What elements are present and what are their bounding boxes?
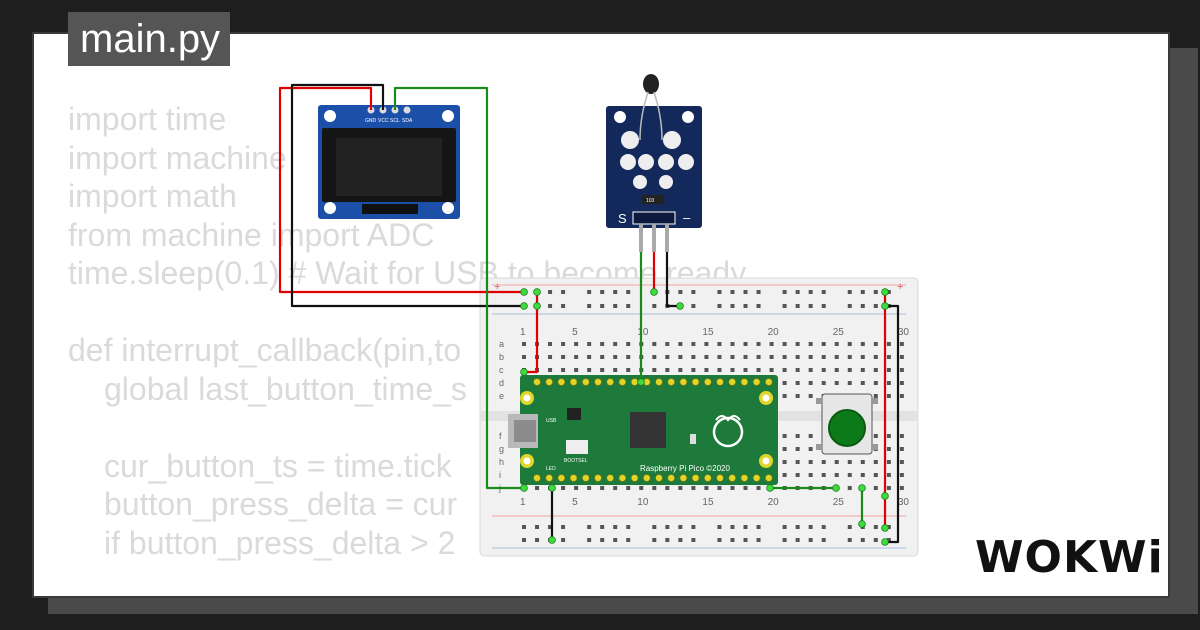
code-line: import time: [68, 101, 227, 137]
wire-oled-vcc: [278, 86, 524, 294]
code-line: global last_button_time_s: [104, 370, 467, 407]
oled-pin-sda-label: SDA: [402, 118, 413, 124]
wire-sensor-gnd: [665, 252, 680, 308]
code-line: from machine import ADC: [68, 216, 435, 253]
wire-oled-sda: [393, 86, 524, 490]
thermistor-sensor[interactable]: 103 S –: [606, 74, 702, 228]
column-number: 1: [520, 497, 526, 508]
wire-rail-black: [885, 304, 900, 544]
row-letter: a: [499, 339, 504, 349]
row-letter: d: [499, 378, 504, 388]
code-line: def interrupt_callback(pin,to: [68, 332, 462, 368]
row-letter: e: [499, 391, 504, 401]
column-number: 5: [572, 327, 578, 338]
column-number: 1: [520, 327, 526, 338]
bootsel-label: BOOTSEL: [564, 458, 588, 464]
column-number: 25: [833, 497, 845, 508]
sensor-legs: [639, 224, 669, 252]
column-number: 15: [702, 497, 714, 508]
push-button[interactable]: [816, 393, 878, 455]
rp2040-chip: [630, 412, 666, 448]
wokwi-logo[interactable]: WOKWi: [975, 532, 1164, 583]
rail-plus-label: +: [494, 281, 500, 293]
column-number: 20: [768, 327, 780, 338]
row-letter: f: [499, 431, 502, 441]
row-letter: c: [499, 365, 504, 375]
row-letter: g: [499, 444, 504, 454]
wire-rail-to-pico: [524, 292, 539, 374]
wire-endpoints: [520, 288, 889, 546]
oled-display[interactable]: GND VCC SCL SDA: [318, 105, 460, 219]
column-number: 15: [702, 327, 714, 338]
pico-pin-headers: [533, 378, 773, 482]
resistor-label: 103: [646, 198, 655, 204]
code-line: import machine: [68, 139, 287, 176]
led-label: LED: [546, 466, 556, 472]
raspberry-logo-icon: [712, 416, 744, 448]
row-letter: b: [499, 352, 504, 362]
thermistor-icon: [643, 74, 659, 94]
code-line: if button_press_delta > 2: [104, 524, 456, 561]
column-number: 25: [833, 327, 845, 338]
rail-plus-label: +: [897, 281, 903, 293]
row-letter: h: [499, 457, 504, 467]
bootsel-button[interactable]: [566, 440, 588, 454]
column-number: 30: [898, 327, 910, 338]
oled-pin-gnd-label: GND: [365, 118, 377, 124]
column-number: 5: [572, 497, 578, 508]
oled-pin-vcc-label: VCC: [378, 118, 389, 124]
row-letter: i: [499, 470, 501, 480]
code-line: import math: [68, 178, 237, 214]
column-number: 30: [898, 497, 910, 508]
filename-tab[interactable]: main.py: [68, 12, 231, 66]
column-number: 10: [637, 497, 649, 508]
pico-brand-label: Raspberry Pi Pico ©2020: [640, 464, 730, 473]
code-line: cur_button_ts = time.tick: [104, 447, 452, 484]
wires: [278, 83, 900, 544]
column-number: 10: [637, 327, 649, 338]
wire-oled-gnd: [290, 83, 524, 308]
sensor-signal-label: S: [618, 211, 627, 226]
code-line: button_press_delta = cur: [104, 486, 458, 522]
column-number: 20: [768, 497, 780, 508]
raspberry-pi-pico[interactable]: Raspberry Pi Pico ©2020 BOOTSEL USB LED: [508, 375, 778, 485]
oled-pin-scl-label: SCL: [390, 118, 400, 124]
sensor-minus-label: –: [683, 210, 691, 225]
usb-label: USB: [546, 418, 557, 424]
